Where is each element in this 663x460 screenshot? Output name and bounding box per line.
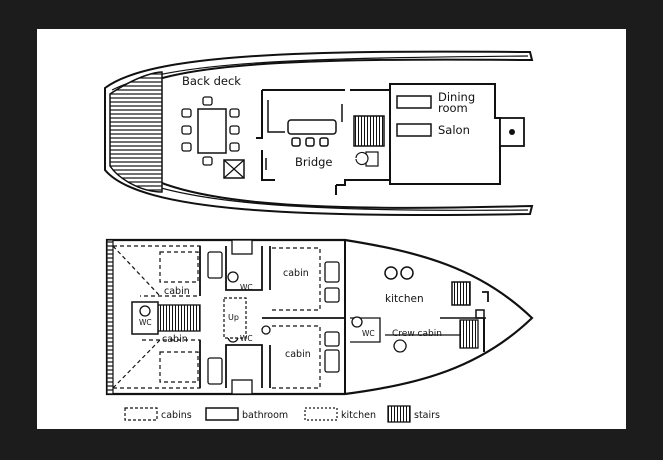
dining-table: [396, 95, 432, 109]
wc-label-aft: WC: [139, 318, 152, 327]
crew-cabin-area: [350, 316, 485, 353]
wc-label-crew: WC: [362, 329, 375, 338]
upper-cabin-wall: [256, 89, 391, 195]
cabin-label-top-left: cabin: [164, 286, 190, 297]
bridge-console: [265, 100, 343, 170]
legend-item-stairs: stairs: [387, 405, 440, 423]
back-deck-label: Back deck: [182, 74, 241, 88]
aft-stairs: [157, 304, 201, 332]
corridor-walls: [199, 246, 345, 388]
legend-item-cabins: cabins: [124, 407, 192, 421]
cabin-label-bottom-mid: cabin: [285, 349, 311, 360]
central-stairs: [223, 297, 247, 339]
dining-room-label-line2: room: [438, 101, 468, 115]
legend: cabins bathroom kitchen stairs: [124, 405, 440, 423]
wc-aft: [131, 301, 159, 335]
bridge-label: Bridge: [295, 155, 333, 169]
back-deck-chairs: [181, 96, 240, 166]
legend-item-bathroom: bathroom: [205, 407, 288, 421]
cabin-label-bottom-left: cabin: [162, 334, 188, 345]
upper-deck-plan: Back deck Dining room Salon Bridge: [104, 50, 534, 217]
lower-deck-plan: cabin cabin cabin cabin kitchen Crew cab…: [105, 238, 534, 396]
upper-stairs: [353, 115, 385, 167]
salon-table: [396, 123, 432, 137]
storage-box: [223, 159, 245, 179]
kitchen-area: [384, 266, 489, 319]
cabin-label-top-mid: cabin: [283, 268, 309, 279]
svg-text:cabins: cabins: [161, 410, 192, 421]
salon-label: Salon: [438, 123, 470, 137]
crew-cabin-label: Crew cabin: [392, 329, 442, 339]
dining-room-label-line1: Dining: [438, 90, 475, 104]
legend-item-kitchen: kitchen: [304, 407, 376, 421]
svg-text:bathroom: bathroom: [242, 410, 288, 421]
svg-text:kitchen: kitchen: [341, 410, 376, 421]
transom-planking: [106, 239, 114, 395]
back-deck-table: [197, 108, 227, 154]
kitchen-label: kitchen: [385, 293, 424, 305]
bow-hatch: [499, 117, 525, 147]
stern-planking: [109, 71, 163, 193]
cabins-mid: [272, 247, 321, 389]
wc-label-top: WC: [240, 283, 253, 292]
svg-text:stairs: stairs: [414, 410, 440, 421]
stairs-up-label: Up: [228, 313, 239, 322]
cabin-berths: [207, 239, 340, 395]
wc-label-bottom: WC: [240, 334, 253, 343]
